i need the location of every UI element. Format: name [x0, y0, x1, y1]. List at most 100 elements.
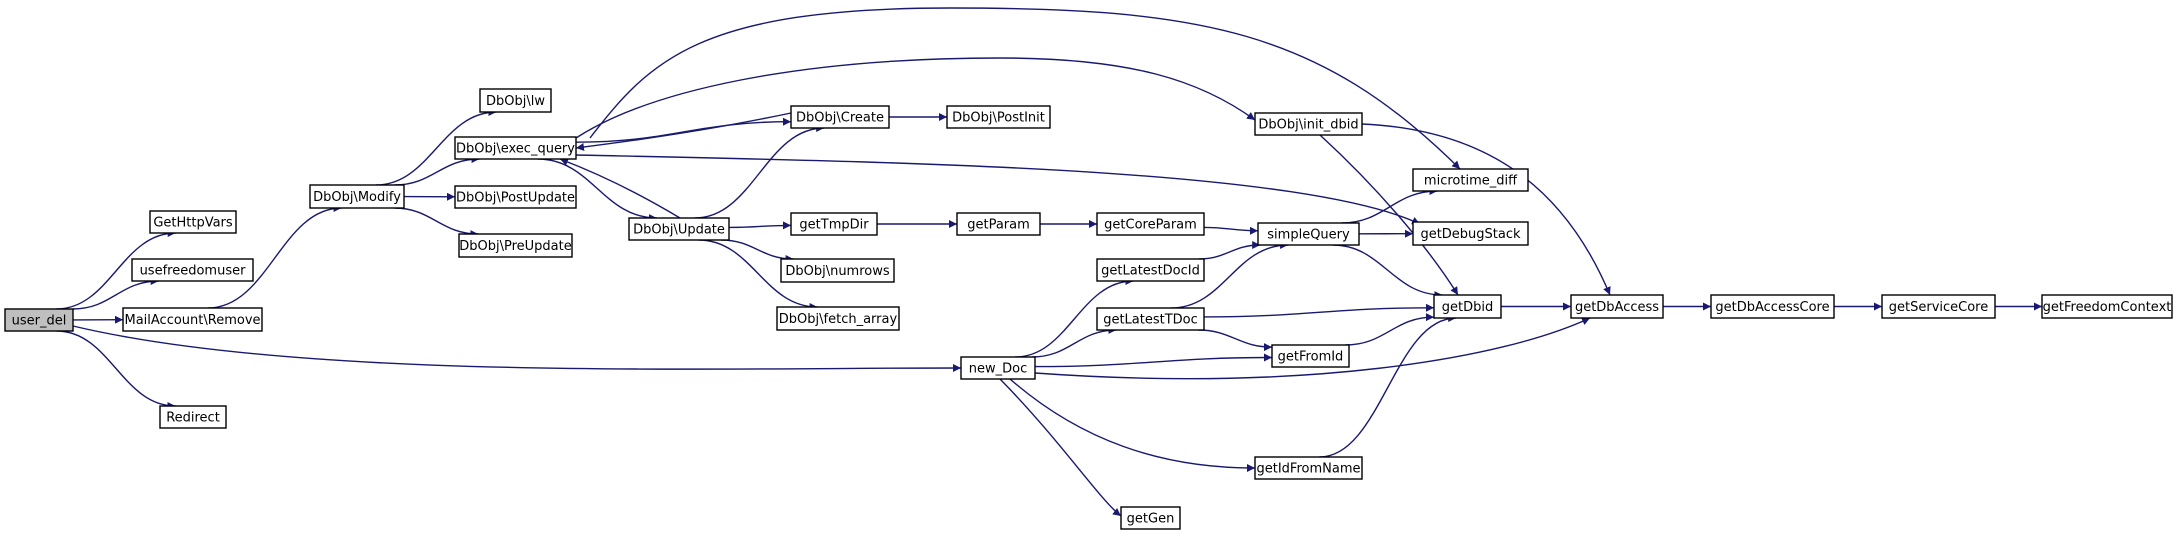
edge-line: [1032, 326, 1117, 358]
node-getidfromname[interactable]: getIdFromName: [1254, 456, 1363, 480]
edge-getLatestTDoc-to-simpleQuery: [1170, 241, 1289, 309]
node-getfromid[interactable]: getFromId: [1271, 344, 1350, 368]
edge-line: [1332, 244, 1443, 299]
node-label: getLatestDocId: [1101, 264, 1200, 279]
node-dbobj-postupdate[interactable]: DbObj\PostUpdate: [454, 185, 577, 209]
edge-line: [1009, 378, 1256, 472]
node-box: [1710, 294, 1835, 319]
node-microtime-diff[interactable]: microtime_diff: [1412, 168, 1529, 192]
edge-line: [72, 277, 159, 310]
node-dbobj-init-dbid[interactable]: DbObj\init_dbid: [1254, 112, 1363, 136]
node-getlatesttdoc[interactable]: getLatestTDoc: [1096, 307, 1205, 331]
node-label: getIdFromName: [1257, 462, 1361, 477]
node-label: getDbid: [1442, 300, 1493, 315]
node-getdbaccesscore[interactable]: getDbAccessCore: [1710, 294, 1835, 319]
node-user-del[interactable]: user_del: [4, 308, 74, 332]
node-box: [960, 356, 1036, 380]
node-getdbid[interactable]: getDbid: [1433, 294, 1502, 319]
node-new-doc[interactable]: new_Doc: [960, 356, 1036, 380]
node-label: DbObj\PreUpdate: [459, 239, 572, 254]
node-box: [1433, 294, 1502, 319]
edge-line: [575, 154, 1421, 225]
edge-getLatestTDoc-to-getDbid: [1203, 303, 1435, 318]
edge-line: [1198, 241, 1261, 260]
node-box: [149, 210, 237, 234]
node-getcoreparam[interactable]: getCoreParam: [1096, 212, 1205, 236]
node-dbobj-preupdate[interactable]: DbObj\PreUpdate: [458, 233, 573, 258]
node-label: getLatestTDoc: [1103, 313, 1198, 328]
node-label: DbObj\Update: [633, 223, 725, 238]
edge-line: [575, 57, 1256, 139]
edge-DbObj_exec_query-to-getDebugStack: [575, 154, 1421, 225]
node-label: DbObj\PostInit: [952, 111, 1045, 126]
edge-user_del-to-usefreedomuser: [72, 277, 159, 310]
node-label: GetHttpVars: [153, 216, 233, 231]
node-label: DbObj\PostUpdate: [456, 191, 575, 206]
node-label: getCoreParam: [1104, 218, 1197, 233]
edge-DbObj_Modify-to-DbObj_PreUpdate: [394, 207, 479, 238]
node-box: [1254, 112, 1363, 136]
edge-line: [207, 204, 342, 309]
node-box: [1570, 294, 1664, 319]
node-dbobj-postinit[interactable]: DbObj\PostInit: [946, 105, 1051, 129]
edge-simpleQuery-to-getDbid: [1332, 244, 1443, 299]
node-getservicecore[interactable]: getServiceCore: [1881, 294, 1996, 319]
node-box: [1257, 222, 1360, 246]
node-dbobj-create[interactable]: DbObj\Create: [790, 105, 890, 129]
edge-DbObj_Update-to-DbObj_exec_query: [559, 158, 681, 219]
node-dbobj-exec-query[interactable]: DbObj\exec_query: [454, 136, 577, 160]
edge-line: [1319, 134, 1459, 296]
node-box: [309, 184, 405, 209]
node-dbobj-lw[interactable]: DbObj\lw: [479, 88, 552, 113]
node-gettmpdir[interactable]: getTmpDir: [790, 212, 878, 236]
node-getfreedomcontext[interactable]: getFreedomContext: [2041, 294, 2173, 319]
node-box: [1120, 506, 1181, 530]
node-box: [776, 306, 900, 331]
node-getdbaccess[interactable]: getDbAccess: [1570, 294, 1664, 319]
node-redirect[interactable]: Redirect: [159, 405, 227, 429]
edge-MailAccount_Remove-to-DbObj_Modify: [207, 204, 342, 309]
edges-layer: [56, 7, 2042, 517]
edge-line: [1034, 317, 1591, 380]
edge-line: [698, 239, 818, 311]
edge-line: [394, 155, 480, 186]
node-label: DbObj\lw: [486, 94, 545, 109]
edge-line: [575, 112, 792, 151]
node-usefreedomuser[interactable]: usefreedomuser: [131, 258, 254, 282]
edge-DbObj_Update-to-getTmpDir: [728, 221, 792, 230]
node-dbobj-modify[interactable]: DbObj\Modify: [309, 184, 405, 209]
edge-line: [575, 117, 792, 143]
edge-line: [999, 378, 1122, 517]
edge-line: [394, 207, 479, 238]
node-label: getDebugStack: [1420, 227, 1521, 242]
edge-line: [1345, 313, 1435, 346]
node-getgen[interactable]: getGen: [1120, 506, 1181, 530]
edge-DbObj_Update-to-DbObj_Create: [694, 124, 825, 219]
edge-line: [1015, 277, 1134, 358]
node-box: [628, 217, 730, 241]
node-gethttpvars[interactable]: GetHttpVars: [149, 210, 237, 234]
edge-DbObj_exec_query-to-DbObj_Update: [537, 158, 657, 222]
edge-DbObj_Modify-to-DbObj_lw: [375, 108, 497, 186]
node-label: DbObj\fetch_array: [779, 312, 898, 327]
node-box: [479, 88, 552, 113]
node-label: getGen: [1127, 512, 1175, 527]
node-simplequery[interactable]: simpleQuery: [1257, 222, 1360, 246]
node-getlatestdocid[interactable]: getLatestDocId: [1096, 258, 1205, 282]
edge-DbObj_init_dbid-to-getDbAccess: [1361, 123, 1611, 296]
node-label: getTmpDir: [799, 218, 869, 233]
node-dbobj-fetch-array[interactable]: DbObj\fetch_array: [776, 306, 900, 331]
node-getparam[interactable]: getParam: [956, 212, 1041, 236]
edge-line: [1361, 123, 1611, 296]
node-label: Redirect: [166, 411, 220, 426]
node-getdebugstack[interactable]: getDebugStack: [1412, 221, 1529, 246]
node-box: [956, 212, 1041, 236]
edge-line: [537, 158, 657, 222]
edge-line: [1034, 353, 1273, 368]
node-mailaccount-remove[interactable]: MailAccount\Remove: [122, 307, 263, 332]
node-dbobj-update[interactable]: DbObj\Update: [628, 217, 730, 241]
node-box: [790, 105, 890, 129]
node-dbobj-numrows[interactable]: DbObj\numrows: [780, 258, 895, 283]
edge-getLatestDocId-to-simpleQuery: [1198, 241, 1261, 260]
